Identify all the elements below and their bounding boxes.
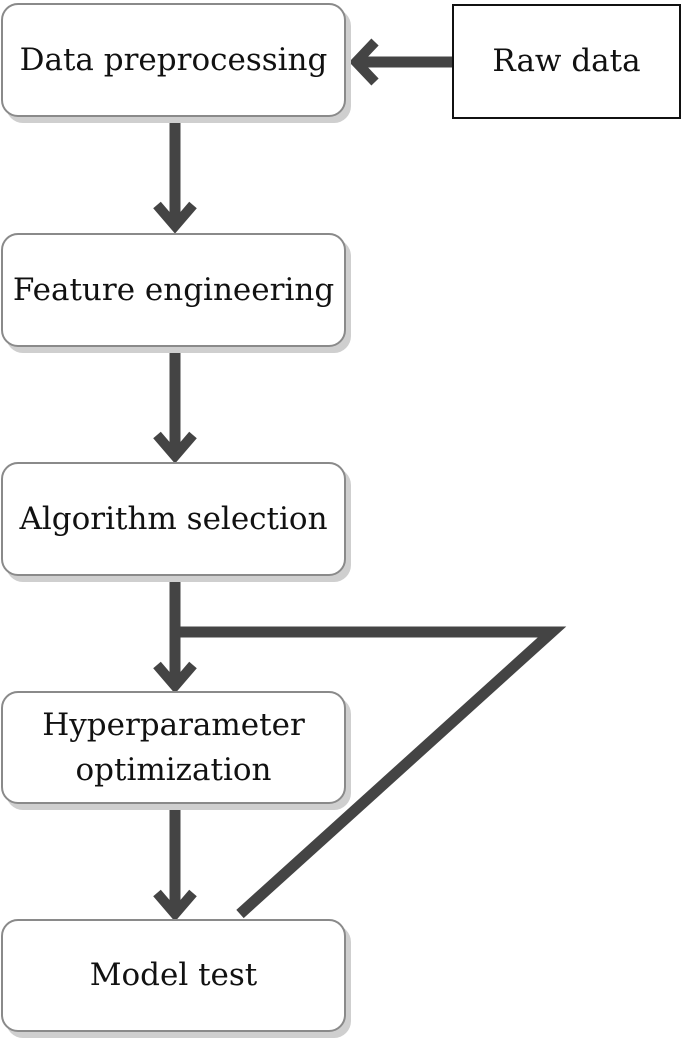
hyperparameter-optimization-box: Hyperparameter optimization [1,691,346,804]
arrowhead-hyperparameter-to-model-test [153,889,197,922]
model-test-label: Model test [89,957,258,994]
raw-data-label: Raw data [492,43,641,80]
model-test-box: Model test [1,919,346,1032]
feature-engineering-box: Feature engineering [1,233,346,347]
arrowhead-preprocessing-to-feature [153,201,197,234]
algorithm-selection-box: Algorithm selection [1,462,346,576]
arrowhead-feature-to-algorithm [153,431,197,464]
arrowhead-algorithm-to-hyperparameter [153,661,197,694]
feedback-loop-line [175,626,567,919]
data-preprocessing-box: Data preprocessing [1,3,346,117]
data-preprocessing-label: Data preprocessing [19,41,328,78]
raw-data-box: Raw data [452,4,681,119]
algorithm-selection-label: Algorithm selection [19,500,328,537]
feature-engineering-label: Feature engineering [12,271,335,308]
hyperparameter-optimization-label: Hyperparameter optimization [42,706,305,788]
arrowhead-raw-to-preprocessing [349,38,379,86]
